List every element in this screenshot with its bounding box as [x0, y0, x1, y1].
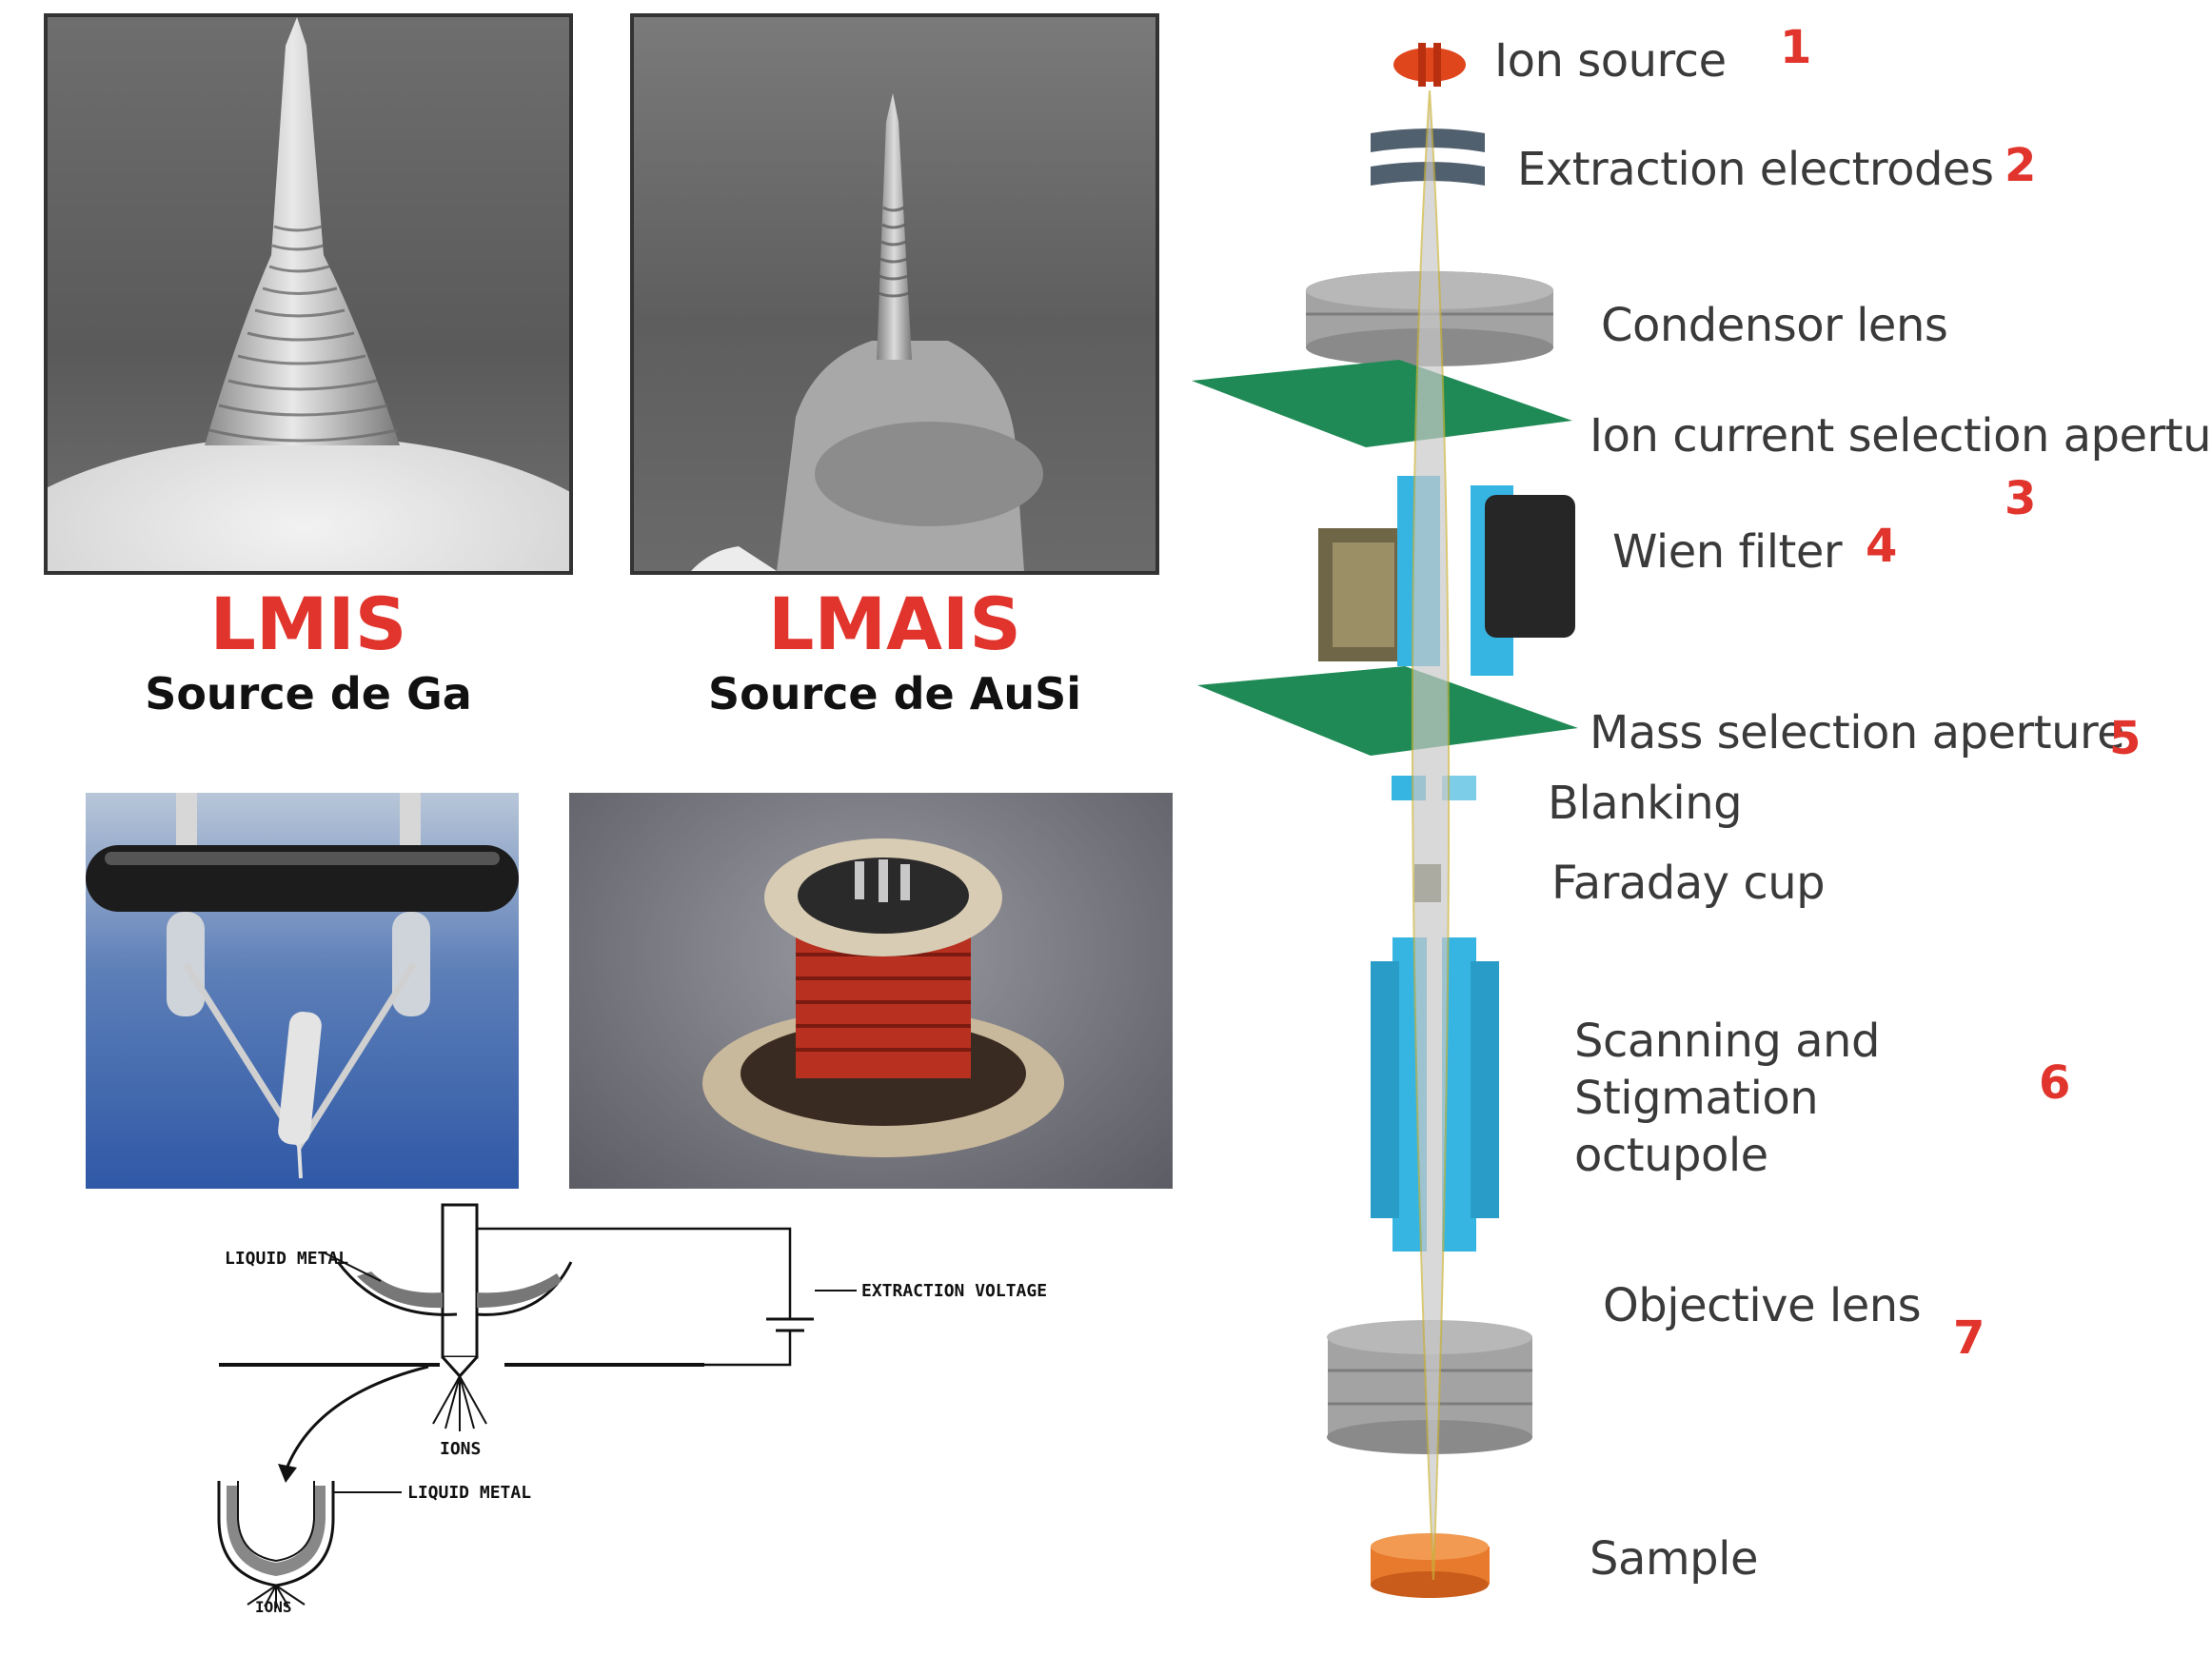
- lmais-subtitle: Source de AuSi: [707, 668, 1082, 720]
- ion-beam: [1411, 89, 1451, 1581]
- ion-current-aperture-part: [1192, 360, 1572, 447]
- number-5: 5: [2109, 712, 2142, 765]
- lmis-sem-image: [44, 13, 573, 575]
- number-7: 7: [1953, 1311, 1985, 1365]
- label-sample: Sample: [1590, 1532, 1758, 1586]
- sample-part: [1371, 1533, 1490, 1598]
- label-blanking: Blanking: [1548, 777, 1743, 830]
- label-condensor-lens: Condensor lens: [1601, 299, 1948, 352]
- label-mass-selection-aperture: Mass selection aperture: [1590, 706, 2125, 759]
- lmis-subtitle: Source de Ga: [145, 668, 472, 720]
- liquid-metal-label-bottom: LIQUID METAL: [407, 1483, 531, 1503]
- lmais-source-drawing: [702, 838, 1064, 1157]
- label-extraction-electrodes: Extraction electrodes: [1517, 143, 1994, 196]
- ions-label-bottom-text: IONS: [255, 1598, 292, 1614]
- label-faraday-cup: Faraday cup: [1551, 857, 1826, 910]
- mass-aperture-part: [1197, 666, 1578, 756]
- emitter-needle: [441, 1203, 479, 1359]
- lmais-photo: [569, 793, 1173, 1189]
- extraction-voltage-label: EXTRACTION VOLTAGE: [861, 1281, 1047, 1301]
- lmis-photo: [86, 793, 519, 1189]
- fib-column-illustration: [1192, 43, 1578, 1598]
- number-1: 1: [1780, 21, 1812, 74]
- lmis-schematic: LIQUID METAL EXTRACTION VOLTAGE IONS LIQ…: [217, 1203, 1047, 1614]
- lmais-tip-drawing: [691, 93, 1043, 571]
- extraction-voltage-label-text: EXTRACTION VOLTAGE: [861, 1281, 1047, 1301]
- lmais-sem-image: [630, 13, 1159, 575]
- lmis-tip-drawing: [48, 17, 569, 571]
- liquid-metal-label-top: LIQUID METAL: [225, 1249, 348, 1269]
- ions-label-top: IONS: [440, 1439, 481, 1459]
- label-ion-source: Ion source: [1494, 34, 1727, 88]
- label-objective-lens: Objective lens: [1603, 1279, 1922, 1332]
- ions-label-bottom: IONS: [255, 1598, 292, 1614]
- label-scanning-octupole: Scanning and Stigmation octupole: [1574, 1015, 1880, 1182]
- number-2: 2: [2005, 139, 2037, 192]
- lmais-title: LMAIS: [768, 582, 1021, 666]
- ions-label-top-text: IONS: [440, 1439, 481, 1459]
- label-ion-current-selection-aperture: Ion current selection aperture: [1590, 409, 2212, 463]
- number-3: 3: [2005, 472, 2037, 525]
- lmis-title: LMIS: [209, 582, 407, 666]
- lmis-emitter-drawing: [86, 793, 519, 1179]
- liquid-metal-label-top-text: LIQUID METAL: [225, 1249, 348, 1269]
- number-6: 6: [2039, 1056, 2071, 1110]
- ion-source-part: [1393, 43, 1466, 87]
- wien-filter-part: [1318, 476, 1575, 676]
- number-4: 4: [1866, 520, 1898, 573]
- label-wien-filter: Wien filter: [1612, 525, 1843, 579]
- liquid-metal-label-bottom-text: LIQUID METAL: [407, 1483, 531, 1503]
